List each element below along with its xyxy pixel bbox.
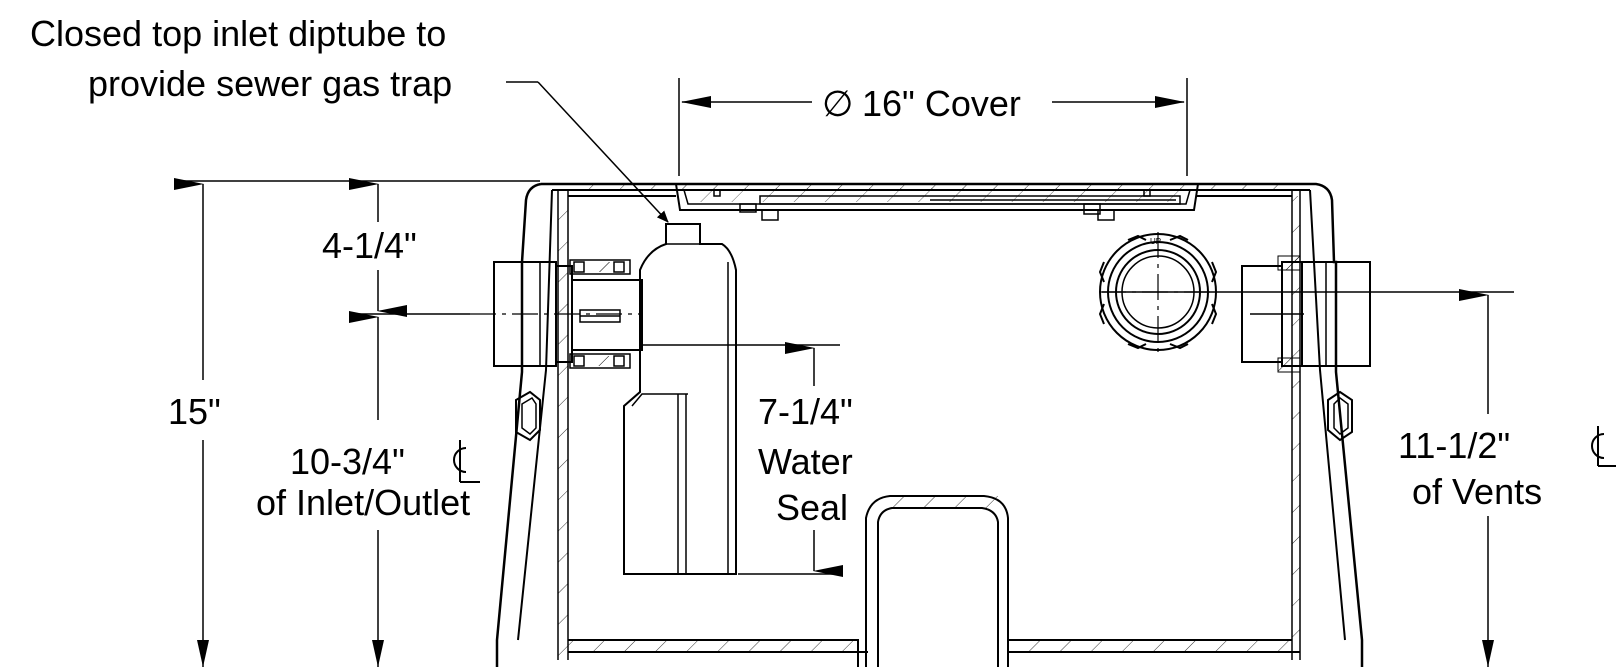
callout-line2: provide sewer gas trap: [88, 63, 452, 104]
vent-fittings: UP: [1098, 233, 1371, 373]
diptube: [623, 223, 737, 575]
inlet-centerline-value: 10-3/4": [290, 441, 405, 482]
vent-centerline-line2: of Vents: [1412, 471, 1542, 512]
diptube-callout-leader: [506, 81, 669, 223]
cover: [675, 183, 1199, 221]
water-seal-dimension: [642, 342, 843, 577]
cover-dimension: [678, 78, 1188, 176]
inlet-depth-label: 4-1/4": [322, 225, 417, 266]
inlet-centerline-dimension: [349, 311, 384, 667]
centerlines: [470, 232, 1514, 352]
vent-centerline-value: 11-1/2": [1398, 425, 1510, 466]
water-seal-value: 7-1/4": [758, 391, 853, 432]
vent-centerline-dimension: [1459, 289, 1494, 667]
tank-body: [495, 182, 1364, 667]
cover-symbol: ∅: [822, 83, 853, 124]
inlet-centerline-symbol: [453, 440, 480, 483]
overall-height-label: 15": [168, 391, 221, 432]
water-seal-line3: Seal: [776, 487, 848, 528]
cover-dimension-label: 16" Cover: [862, 83, 1021, 124]
svg-text:UP: UP: [1150, 237, 1161, 246]
water-seal-line2: Water: [758, 441, 853, 482]
vent-centerline-symbol: [1591, 426, 1616, 467]
inlet-centerline-line2: of Inlet/Outlet: [256, 482, 470, 523]
callout-line1: Closed top inlet diptube to: [30, 13, 446, 54]
